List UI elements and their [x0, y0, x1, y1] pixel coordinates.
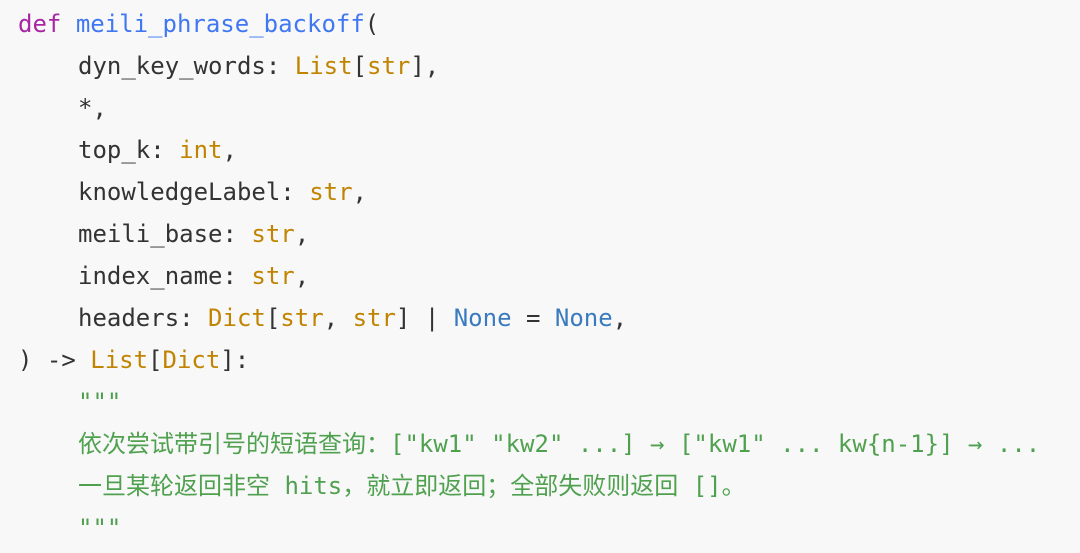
- code-line: dyn_key_words: List[str],: [18, 49, 1080, 91]
- code-token-plain: ,: [294, 262, 310, 290]
- code-token-constant: None: [453, 304, 512, 332]
- code-token-plain: [61, 10, 75, 38]
- code-line: """: [18, 385, 1080, 427]
- code-token-type: str: [280, 304, 324, 332]
- code-token-plain: ]:: [220, 346, 250, 374]
- code-token-plain: top_k:: [78, 136, 180, 164]
- code-token-constant: None: [554, 304, 613, 332]
- code-token-plain: ],: [410, 52, 440, 80]
- code-token-plain: index_name:: [78, 262, 252, 290]
- code-token-plain: dyn_key_words:: [78, 52, 295, 80]
- code-token-plain: ) ->: [18, 346, 91, 374]
- code-token-type: Dict: [162, 346, 221, 374]
- code-line: knowledgeLabel: str,: [18, 175, 1080, 217]
- code-token-type: str: [367, 52, 411, 80]
- code-token-type: str: [309, 178, 353, 206]
- code-token-plain: [: [148, 346, 163, 374]
- code-token-plain: ,: [222, 136, 237, 164]
- code-line: """: [18, 511, 1080, 553]
- code-token-plain: [: [352, 52, 367, 80]
- code-token-plain: (: [364, 10, 380, 38]
- code-token-docstring: """: [78, 514, 122, 542]
- code-token-function: meili_phrase_backoff: [75, 10, 365, 38]
- code-token-type: str: [251, 262, 295, 290]
- code-token-type: List: [294, 52, 353, 80]
- code-line: headers: Dict[str, str] | None = None,: [18, 301, 1080, 343]
- code-token-type: Dict: [208, 304, 266, 332]
- code-token-plain: ,: [352, 178, 367, 206]
- code-token-docstring: 一旦某轮返回非空 hits，就立即返回；全部失败则返回 []。: [78, 472, 746, 500]
- code-line: meili_base: str,: [18, 217, 1080, 259]
- code-token-plain: ] |: [395, 304, 454, 332]
- code-line: *,: [18, 91, 1080, 133]
- code-token-type: str: [251, 220, 295, 248]
- code-token-plain: ,: [323, 304, 353, 332]
- code-line: index_name: str,: [18, 259, 1080, 301]
- code-line: 依次尝试带引号的短语查询：["kw1" "kw2" ...] → ["kw1" …: [18, 427, 1080, 469]
- code-token-type: List: [90, 346, 149, 374]
- code-token-keyword: def: [18, 10, 62, 38]
- code-token-type: int: [179, 136, 223, 164]
- code-line: ) -> List[Dict]:: [18, 343, 1080, 385]
- code-line: top_k: int,: [18, 133, 1080, 175]
- code-token-plain: headers:: [78, 304, 209, 332]
- code-token-plain: meili_base:: [78, 220, 252, 248]
- code-token-plain: ,: [294, 220, 310, 248]
- code-line: def meili_phrase_backoff(: [18, 7, 1080, 49]
- code-token-type: str: [352, 304, 396, 332]
- code-token-plain: knowledgeLabel:: [78, 178, 310, 206]
- code-block: def meili_phrase_backoff(dyn_key_words: …: [18, 7, 1080, 542]
- code-token-plain: [: [265, 304, 281, 332]
- code-token-plain: *,: [78, 94, 107, 122]
- code-token-docstring: 依次尝试带引号的短语查询：["kw1" "kw2" ...] → ["kw1" …: [78, 430, 1041, 458]
- code-token-plain: =: [511, 304, 555, 332]
- code-line: 一旦某轮返回非空 hits，就立即返回；全部失败则返回 []。: [18, 469, 1080, 511]
- code-token-plain: ,: [612, 304, 628, 332]
- code-token-docstring: """: [78, 388, 122, 416]
